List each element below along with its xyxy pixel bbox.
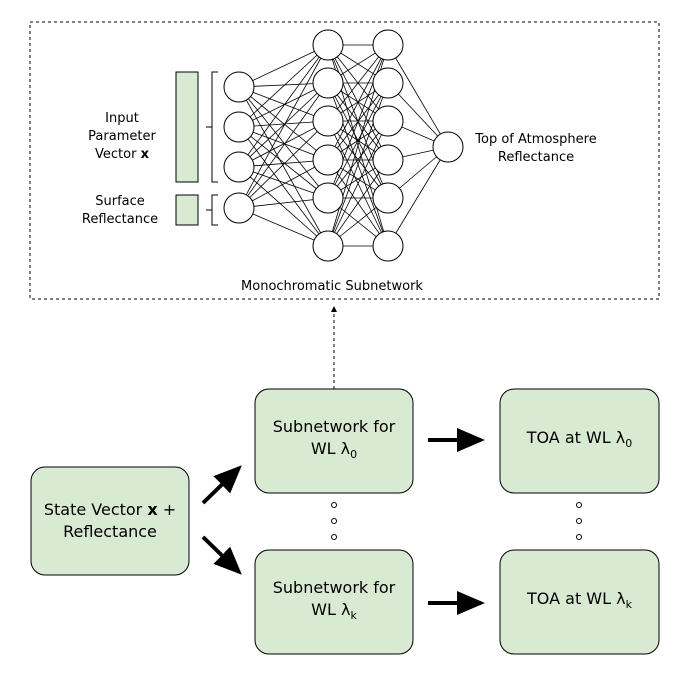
connection-l0-1-4 [238,126,329,199]
connection-l0-1-3 [238,126,329,161]
subnet-0-wl: WL λ [310,438,351,458]
neuron-l0-1 [223,111,255,143]
toa-k-label: TOA at WL λk [500,550,659,654]
subnet-0-sub: 0 [350,448,358,462]
toa-0-wl: TOA at WL λ [526,427,626,447]
output-label-line2: Reflectance [498,150,574,165]
toa-k-box [499,549,660,655]
connection-l0-1-1 [238,82,329,128]
toa-ellipsis [576,502,582,540]
connection-l0-3-3 [238,159,329,209]
connection-l0-2-4 [238,166,329,199]
output-label-line1: Top of Atmosphere [474,132,596,147]
connection-l0-2-1 [238,82,329,168]
subnetwork-caption: Monochromatic Subnetwork [241,279,423,294]
connection-l0-0-2 [238,86,329,122]
connection-l0-0-3 [238,86,329,161]
neuron-l1-1 [312,67,344,99]
subnet-k-box [254,549,414,655]
connection-l1-3-0 [327,44,389,161]
connection-l0-3-5 [238,207,329,247]
arrow-to-subnet-k [201,535,242,575]
input-label-vector: Vector [95,147,141,162]
connection-l2-0-0 [387,44,449,148]
surface-bracket [206,194,218,226]
state-vector-plus: + [157,500,177,519]
input-label-line3: Vector x [95,147,150,162]
connection-l1-4-2 [327,120,389,199]
connection-l0-3-2 [238,120,329,209]
arrow-to-subnet-0 [201,465,242,505]
connection-l1-4-0 [327,44,389,199]
connection-l1-2-0 [327,44,389,122]
subnet-k-sub: k [350,609,357,623]
connection-l0-1-0 [238,44,329,128]
toa-0-box [499,388,660,494]
neuron-l1-2 [312,105,344,137]
toa-0-label: TOA at WL λ0 [500,389,659,493]
input-label-line2: Parameter [88,129,156,144]
connection-l0-2-2 [238,120,329,168]
state-vector-x: x [147,500,158,519]
neuron-l0-0 [223,71,255,103]
connection-l0-3-0 [238,44,329,209]
neuron-l1-0 [312,29,344,61]
state-vector-prefix: State Vector [43,500,148,519]
input-label-line1: Input [105,111,139,126]
state-vector-box [30,466,190,576]
network-nodes [223,29,464,262]
connection-l0-2-0 [238,44,329,168]
input-vector-bar [175,71,199,183]
toa-k-sub: k [625,598,632,612]
neuron-l0-3 [223,192,255,224]
subnet-0-label: Subnetwork for WL λ0 [255,389,413,493]
connection-l0-0-0 [238,44,329,88]
neuron-l1-4 [312,182,344,214]
subnet-0-line1: Subnetwork for [272,416,396,436]
surface-label-line1: Surface [95,194,145,209]
neuron-l2-4 [372,182,404,214]
state-vector-label: State Vector x + Reflectance [31,467,189,575]
connection-l0-0-4 [238,86,329,199]
neuron-l2-5 [372,230,404,262]
neuron-l2-2 [372,105,404,137]
surface-reflectance-bar [175,194,199,226]
toa-k-wl: TOA at WL λ [527,588,626,608]
connection-l1-4-1 [327,82,389,199]
input-label-x: x [141,147,150,162]
neuron-l3-0 [432,131,464,163]
connection-l2-5-0 [387,146,449,247]
neuron-l2-0 [372,29,404,61]
subnet-0-box [254,388,414,494]
neuron-l2-1 [372,67,404,99]
subnet-k-label: Subnetwork for WL λk [255,550,413,654]
network-connections [238,44,449,247]
connection-l0-3-1 [238,82,329,209]
toa-0-sub: 0 [625,437,633,451]
subnet-k-wl: WL λ [311,599,351,619]
subnetwork-panel [29,21,660,300]
state-vector-line2: Reflectance [63,522,157,541]
input-bracket [206,71,218,183]
connection-l1-5-3 [327,159,389,247]
neuron-l1-5 [312,230,344,262]
neuron-l2-3 [372,144,404,176]
surface-label-line2: Reflectance [82,212,158,227]
connection-l1-5-2 [327,120,389,247]
neuron-l0-2 [223,151,255,183]
subnet-ellipsis [331,502,337,540]
subnet-k-line1: Subnetwork for [272,577,396,597]
neuron-l1-3 [312,144,344,176]
